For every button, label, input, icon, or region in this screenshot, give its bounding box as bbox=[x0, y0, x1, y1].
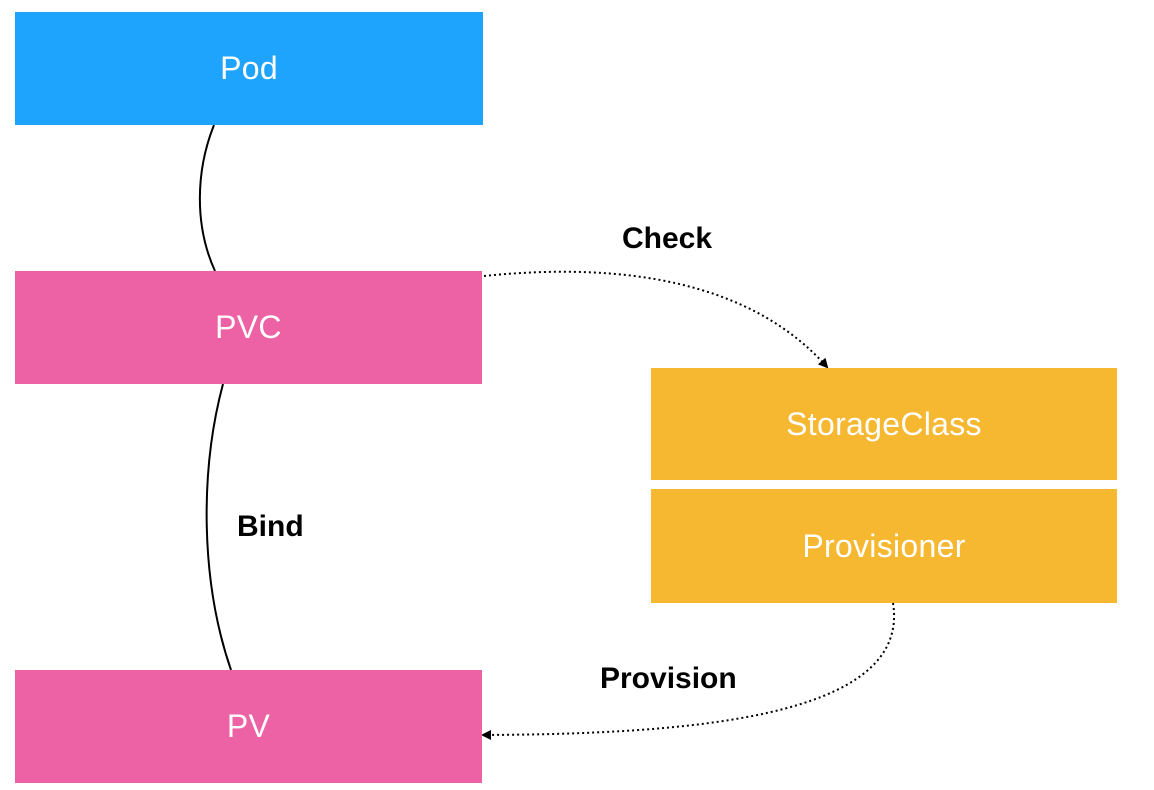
pod-pvc-connector bbox=[198, 124, 216, 272]
storageclass-label: StorageClass bbox=[786, 405, 982, 442]
provisioner-label: Provisioner bbox=[802, 527, 966, 564]
pvc-node: PVC bbox=[15, 271, 482, 384]
pod-label: Pod bbox=[220, 50, 278, 86]
bind-edge-label: Bind bbox=[237, 510, 304, 543]
check-edge-label: Check bbox=[622, 222, 713, 255]
provisioner-node: Provisioner bbox=[651, 489, 1117, 603]
provision-edge-label: Provision bbox=[600, 662, 737, 695]
storageclass-node: StorageClass bbox=[651, 368, 1117, 480]
pod-node: Pod bbox=[15, 12, 483, 125]
pv-node: PV bbox=[15, 670, 482, 783]
pv-label: PV bbox=[226, 708, 271, 744]
pvc-label: PVC bbox=[215, 309, 282, 345]
pvc-pv-bind-connector bbox=[205, 383, 232, 671]
check-arrow bbox=[483, 270, 829, 369]
